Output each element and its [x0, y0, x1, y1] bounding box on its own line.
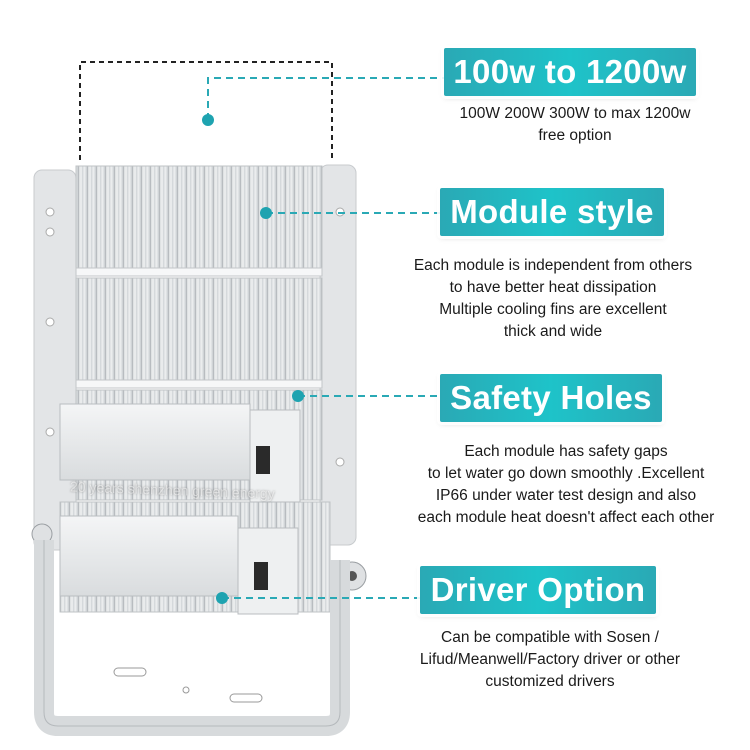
desc-line: Lifud/Meanwell/Factory driver or other [419, 651, 681, 668]
desc-line: Each module has safety gaps [464, 443, 668, 460]
feature-desc-safety-holes: Each module has safety gaps to let water… [388, 441, 744, 529]
desc-line: customized drivers [485, 673, 615, 690]
feature-desc-driver-option: Can be compatible with Sosen / Lifud/Mea… [400, 627, 700, 693]
desc-line: to let water go down smoothly .Excellent [427, 465, 705, 482]
feature-title-module-style: Module style [440, 188, 664, 236]
desc-line: each module heat doesn't affect each oth… [417, 509, 715, 526]
desc-line: to have better heat dissipation [449, 279, 657, 296]
desc-line: free option [538, 127, 612, 144]
desc-line: IP66 under water test design and also [435, 487, 697, 504]
desc-line: 100W 200W 300W to max 1200w [459, 105, 691, 122]
feature-title-driver-option: Driver Option [420, 566, 656, 614]
feature-title-safety-holes: Safety Holes [440, 374, 662, 422]
feature-desc-wattage: 100W 200W 300W to max 1200w free option [430, 103, 720, 147]
feature-title-wattage: 100w to 1200w [444, 48, 696, 96]
feature-desc-module-style: Each module is independent from others t… [388, 255, 718, 343]
desc-line: Multiple cooling fins are excellent [439, 301, 667, 318]
desc-line: thick and wide [503, 323, 603, 340]
desc-line: Each module is independent from others [413, 257, 693, 274]
desc-line: Can be compatible with Sosen / [441, 629, 659, 646]
